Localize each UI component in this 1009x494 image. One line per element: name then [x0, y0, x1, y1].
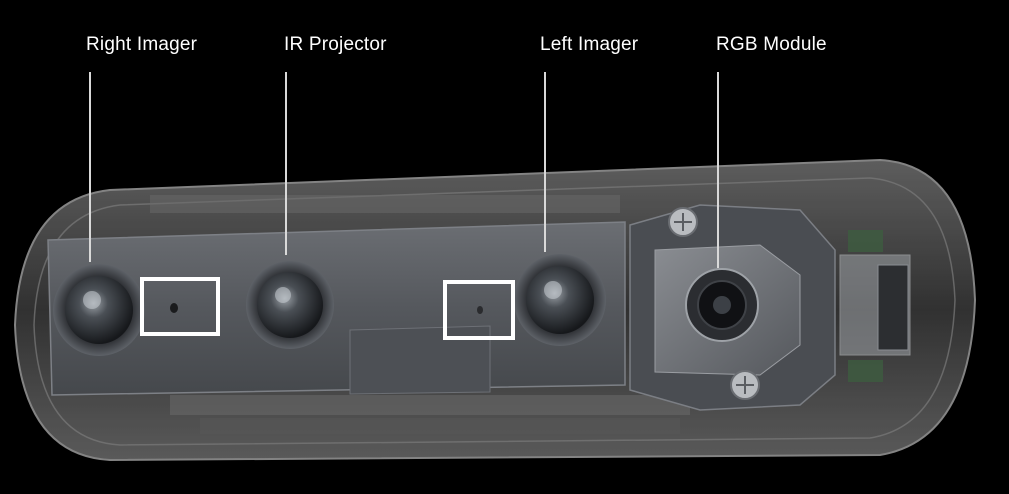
highlight-box-right	[443, 280, 515, 340]
front-plate	[47, 221, 626, 396]
rgb-module-housing	[629, 204, 911, 411]
highlight-box-left	[140, 277, 220, 336]
ir-projector-lens	[246, 261, 334, 349]
label-ir-projector: IR Projector	[284, 34, 387, 55]
label-left-imager: Left Imager	[540, 34, 639, 55]
label-rgb-module: RGB Module	[716, 34, 827, 55]
leader-lines	[89, 72, 719, 268]
right-imager-lens	[53, 264, 145, 356]
left-imager-lens	[514, 254, 606, 346]
label-right-imager: Right Imager	[86, 34, 198, 55]
